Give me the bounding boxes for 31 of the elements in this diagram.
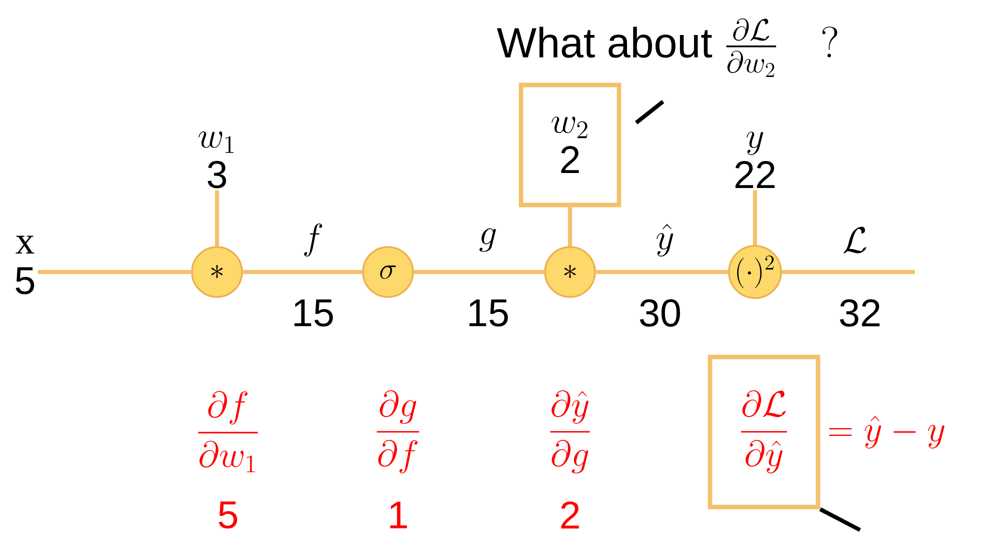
value-label: 32	[840, 299, 880, 327]
wire-line	[242, 270, 362, 274]
derivative-label: $\frac{\partial\hat{y}}{\partial g}$	[550, 390, 590, 474]
input-label: $w_1$ 3	[198, 131, 234, 188]
gradient-value: 5	[218, 502, 238, 528]
wire-line	[414, 270, 544, 274]
gradient-value: 1	[390, 502, 407, 528]
input-label: $y$ 22	[735, 132, 775, 188]
value-label: 30	[640, 299, 680, 327]
edge-label: $\hat{y}$	[654, 222, 676, 258]
edge-label: $f$	[300, 222, 326, 258]
wire-line	[782, 270, 915, 274]
derivative-label: $\frac{\partial g}{\partial f}$	[376, 390, 420, 474]
equation-text: $= \hat{y} - y$	[829, 416, 944, 449]
leader-line	[819, 507, 861, 532]
edge-label: $g$	[477, 226, 499, 254]
edge-label: $\mathcal{L}$	[840, 226, 870, 254]
leader-line	[634, 100, 664, 124]
value-label: 15	[469, 300, 508, 326]
wire-line	[568, 207, 572, 246]
wire-line	[38, 270, 192, 274]
gradient-value: 2	[561, 502, 579, 528]
input-label: x 5	[16, 236, 34, 294]
weight-box: $w_2$ 2	[518, 82, 622, 208]
callout-text: $\text{What about }\frac{\partial\mathcal{L}}{\partial w_2}\quad ?$	[496, 18, 838, 77]
derivative-box: $\frac{\partial\mathcal{L}}{\partial\hat{y}}$	[708, 354, 820, 510]
wire-line	[214, 190, 220, 246]
value-label: 15	[294, 300, 333, 326]
derivative-label: $\frac{\partial f}{\partial w_1}$	[198, 391, 258, 472]
wire-line	[596, 270, 728, 274]
wire-line	[752, 190, 758, 246]
